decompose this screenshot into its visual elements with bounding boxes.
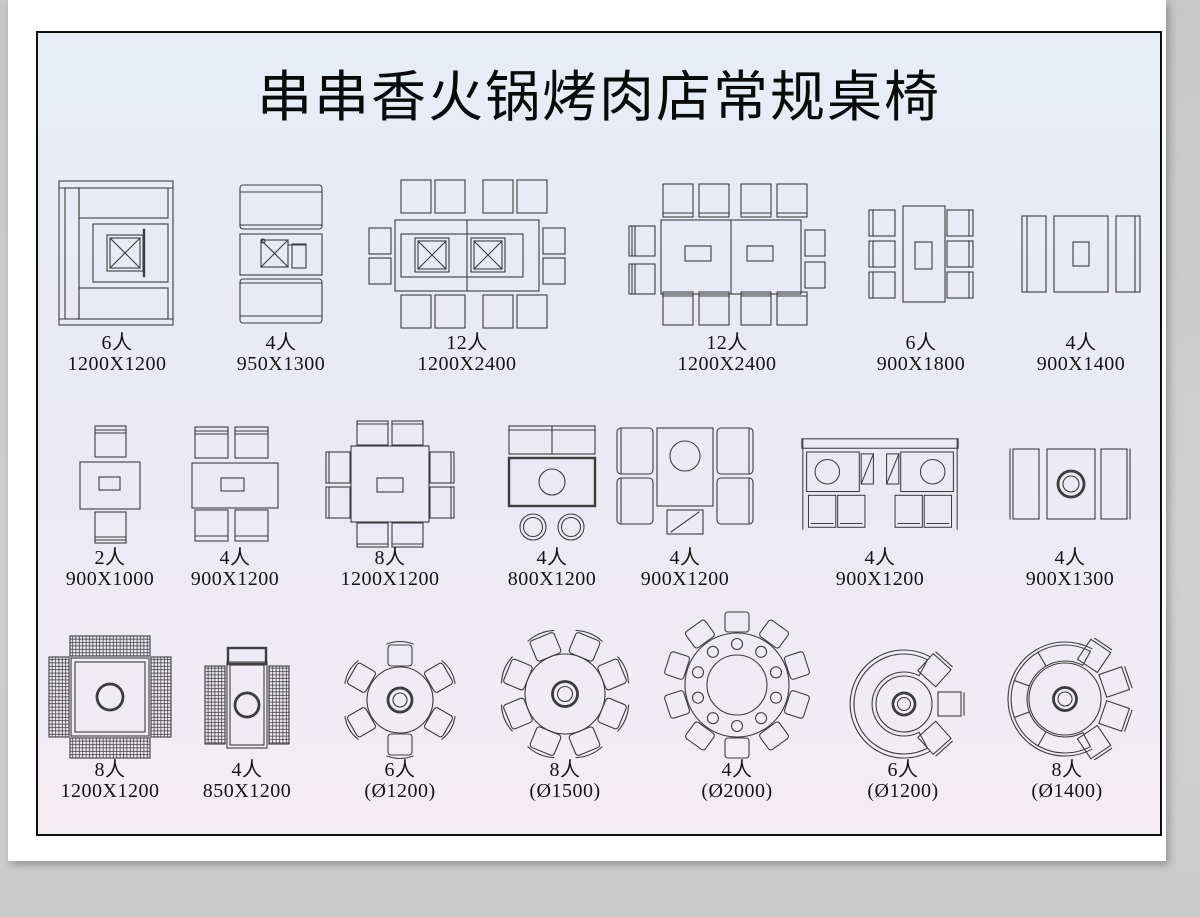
- curved-booth-6p-drawing: [849, 649, 965, 759]
- size-label: (Ø2000): [701, 780, 773, 802]
- round-table-individual-pots-drawing: [663, 611, 811, 759]
- table-8p-drawing: [325, 420, 455, 548]
- drawing-page: 串串香火锅烤肉店常规桌椅 6人 1200X1200: [8, 0, 1166, 861]
- size-label: 900X1200: [835, 568, 925, 590]
- seats-label: 4人: [1065, 332, 1097, 354]
- table-2p-drawing: [79, 425, 141, 544]
- long-table-grill-drawing: [628, 183, 826, 326]
- seats-label: 2人: [94, 547, 126, 569]
- seats-label: 8人: [1051, 759, 1083, 781]
- furniture-table-6p-900x1800: 6人 900X1800: [821, 175, 1021, 375]
- furniture-long-table-12p-hotpot: 12人 1200X2400: [367, 175, 567, 375]
- size-label: 800X1200: [507, 568, 597, 590]
- furniture-hatched-bench-table-8p: 8人 1200X1200: [25, 608, 195, 802]
- furniture-round-table-6p-d1200: 6人 (Ø1200): [315, 608, 485, 802]
- seats-label: 4人: [231, 759, 263, 781]
- round-table-8p-drawing: [499, 627, 631, 760]
- round-table-6p-drawing: [342, 640, 458, 760]
- size-label: (Ø1500): [529, 780, 601, 802]
- size-label: 1200X1200: [67, 353, 167, 375]
- furniture-table-2p: 2人 900X1000: [30, 420, 190, 590]
- seats-label: 6人: [101, 332, 133, 354]
- size-label: 900X1300: [1025, 568, 1115, 590]
- seats-label: 6人: [384, 759, 416, 781]
- size-label: 900X1400: [1036, 353, 1126, 375]
- seats-label: 4人: [669, 547, 701, 569]
- seats-label: 4人: [721, 759, 753, 781]
- size-label: (Ø1200): [364, 780, 436, 802]
- size-label: 1200X2400: [417, 353, 517, 375]
- furniture-bench-table-4p-800x1200: 4人 800X1200: [472, 420, 632, 590]
- size-label: 900X1200: [190, 568, 280, 590]
- furniture-bench-table-4p-900x1300: 4人 900X1300: [990, 420, 1150, 590]
- furniture-double-bench-table-4p: 4人 950X1300: [181, 175, 381, 375]
- size-label: 1200X2400: [677, 353, 777, 375]
- seats-label: 6人: [887, 759, 919, 781]
- size-label: 1200X1200: [340, 568, 440, 590]
- seats-label: 4人: [536, 547, 568, 569]
- bench-table-drawing: [239, 184, 323, 324]
- seats-label: 12人: [706, 332, 748, 354]
- furniture-round-table-d2000: 4人 (Ø2000): [652, 608, 822, 802]
- long-table-hotpot-drawing: [368, 179, 566, 329]
- table-6p-drawing: [868, 205, 974, 303]
- furniture-bench-table-4p-900x1400: 4人 900X1400: [981, 175, 1181, 375]
- furniture-long-table-12p-grill: 12人 1200X2400: [627, 175, 827, 375]
- size-label: 850X1200: [202, 780, 292, 802]
- size-label: (Ø1400): [1031, 780, 1103, 802]
- double-booth-drawing: [801, 438, 959, 530]
- square-grill-table-8p-drawing: [48, 635, 172, 759]
- bench-table-4p-drawing: [1021, 215, 1141, 293]
- furniture-hatched-bench-table-4p: 4人 850X1200: [162, 608, 332, 802]
- seats-label: 8人: [94, 759, 126, 781]
- seats-label: 4人: [864, 547, 896, 569]
- bench-grill-table-drawing: [1009, 448, 1131, 520]
- furniture-double-booth-4p: 4人 900X1200: [800, 420, 960, 590]
- seats-label: 8人: [549, 759, 581, 781]
- furniture-booth-table-6p: 6人 1200X1200: [17, 175, 217, 375]
- bench-hotpot-table-drawing: [507, 425, 597, 541]
- size-label: 900X1000: [65, 568, 155, 590]
- furniture-sofa-table-4p: 4人 900X1200: [605, 420, 765, 590]
- furniture-table-4p-900x1200: 4人 900X1200: [155, 420, 315, 590]
- curved-booth-8p-drawing: [1007, 638, 1133, 760]
- size-label: (Ø1200): [867, 780, 939, 802]
- size-label: 900X1800: [876, 353, 966, 375]
- seats-label: 8人: [374, 547, 406, 569]
- sofa-table-drawing: [616, 427, 754, 535]
- seats-label: 4人: [219, 547, 251, 569]
- furniture-table-8p-1200x1200: 8人 1200X1200: [310, 420, 470, 590]
- sheet-title: 串串香火锅烤肉店常规桌椅: [256, 67, 941, 128]
- table-4p-drawing: [191, 426, 279, 542]
- seats-label: 12人: [446, 332, 488, 354]
- furniture-round-table-8p-d1500: 8人 (Ø1500): [480, 608, 650, 802]
- size-label: 950X1300: [236, 353, 326, 375]
- seats-label: 4人: [1054, 547, 1086, 569]
- seats-label: 6人: [905, 332, 937, 354]
- furniture-curved-bench-round-table-8p: 8人 (Ø1400): [982, 608, 1152, 802]
- size-label: 1200X1200: [60, 780, 160, 802]
- seats-label: 4人: [265, 332, 297, 354]
- booth-table-drawing: [58, 180, 174, 326]
- grill-table-4p-drawing: [204, 646, 290, 749]
- furniture-curved-bench-round-table-6p: 6人 (Ø1200): [818, 608, 988, 802]
- size-label: 900X1200: [640, 568, 730, 590]
